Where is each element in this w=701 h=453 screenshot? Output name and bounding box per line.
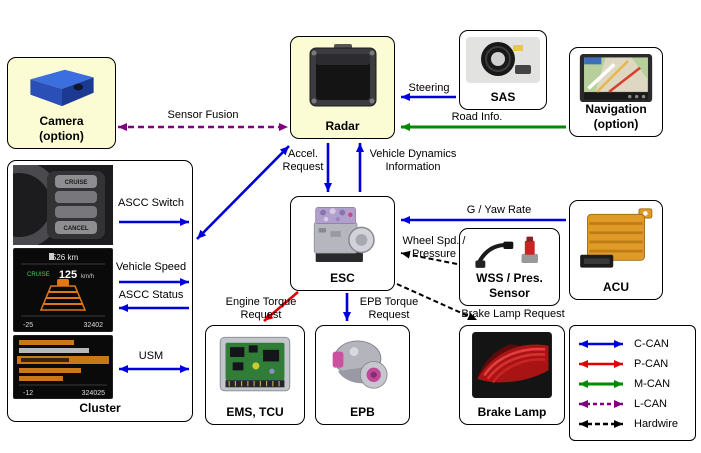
usm-label: USM bbox=[138, 350, 164, 362]
esc-label: ESC bbox=[330, 270, 355, 285]
l-can-arrow-icon bbox=[579, 400, 623, 408]
radar-image bbox=[309, 44, 376, 107]
node-acu: ACU bbox=[569, 200, 663, 300]
camera-image bbox=[29, 69, 94, 107]
node-ems-tcu: EMS, TCU bbox=[205, 325, 305, 425]
node-sas: SAS bbox=[459, 30, 547, 110]
sensor-fusion-label: Sensor Fusion bbox=[167, 109, 239, 121]
cancel-switch-text: CANCEL bbox=[64, 226, 89, 232]
radar-label: Radar bbox=[325, 118, 360, 133]
navigation-image bbox=[579, 54, 653, 103]
ems-tcu-label: EMS, TCU bbox=[226, 404, 284, 419]
cluster-odo-text: 32402 bbox=[84, 322, 104, 329]
wss-label: WSS / Pres. bbox=[476, 271, 543, 286]
epb-image bbox=[332, 340, 388, 389]
m-can-arrow-icon bbox=[579, 380, 623, 388]
camera-label: Camera bbox=[39, 114, 84, 129]
cluster-temp-text: -25 bbox=[23, 322, 33, 329]
wss-label-2: Sensor bbox=[489, 285, 530, 300]
cluster-cruise-text: CRUISE bbox=[27, 272, 50, 278]
cruise-switch-text: CRUISE bbox=[65, 180, 88, 186]
legend-label-c-can: C-CAN bbox=[634, 338, 669, 350]
legend: C-CAN P-CAN M-CAN L-CAN Hardwire bbox=[569, 325, 696, 441]
node-camera: Camera (option) bbox=[7, 57, 116, 149]
cluster-temp2-text: -12 bbox=[23, 390, 33, 397]
acu-label: ACU bbox=[603, 279, 629, 294]
ascc-status-label: ASCC Status bbox=[118, 289, 184, 301]
node-radar: Radar bbox=[290, 36, 395, 139]
brake-lamp-image bbox=[472, 332, 552, 398]
hardwire-arrow-icon bbox=[579, 420, 623, 428]
cluster-switch-image: CRUISE CANCEL bbox=[13, 165, 113, 245]
node-epb: EPB bbox=[315, 325, 410, 425]
acu-image bbox=[580, 208, 653, 268]
legend-label-p-can: P-CAN bbox=[634, 358, 669, 370]
camera-label-group: Camera (option) bbox=[39, 114, 84, 143]
c-can-arrow-icon bbox=[579, 340, 623, 348]
cluster-display-image: 526 km CRUISE 125 km/h -25 32402 bbox=[13, 248, 113, 332]
sas-label: SAS bbox=[490, 89, 516, 104]
wheel-speed-pressure-label: Wheel Spd. / Pressure bbox=[402, 235, 466, 260]
camera-option-label: (option) bbox=[39, 128, 84, 143]
navigation-option-label: (option) bbox=[593, 116, 639, 131]
brake-lamp-request-label: Brake Lamp Request bbox=[461, 308, 565, 320]
navigation-label: Navigation bbox=[585, 102, 647, 117]
g-yaw-rate-label: G / Yaw Rate bbox=[466, 204, 532, 216]
brake-lamp-label: Brake Lamp bbox=[477, 404, 547, 419]
legend-label-m-can: M-CAN bbox=[634, 378, 671, 390]
vehicle-dynamics-label: Vehicle Dynamics Information bbox=[369, 148, 457, 173]
ems-tcu-image bbox=[219, 336, 291, 392]
node-esc: ESC bbox=[290, 196, 395, 291]
cluster-label: Cluster bbox=[79, 400, 121, 415]
legend-row-hardwire: Hardwire bbox=[576, 414, 695, 434]
arrow-cluster-radar bbox=[196, 145, 290, 240]
legend-row-l-can: L-CAN bbox=[576, 394, 695, 414]
node-wss: WSS / Pres. Sensor bbox=[459, 228, 560, 306]
cluster-odo2-text: 324025 bbox=[82, 390, 105, 397]
legend-row-p-can: P-CAN bbox=[576, 354, 695, 374]
vehicle-speed-label: Vehicle Speed bbox=[115, 261, 187, 273]
cluster-set-speed-text: 125 bbox=[59, 269, 77, 281]
legend-row-m-can: M-CAN bbox=[576, 374, 695, 394]
cluster-odometer-text: 526 km bbox=[52, 253, 79, 262]
sas-image bbox=[466, 37, 540, 83]
cluster-usm-menu-image: -12 324025 bbox=[13, 335, 113, 399]
epb-torque-label: EPB Torque Request bbox=[359, 296, 419, 321]
esc-image bbox=[313, 207, 375, 263]
legend-label-hardwire: Hardwire bbox=[634, 418, 679, 430]
cluster-speed-unit-text: km/h bbox=[81, 274, 94, 280]
p-can-arrow-icon bbox=[579, 360, 623, 368]
navigation-label-group: Navigation (option) bbox=[585, 102, 646, 131]
node-cluster: CRUISE CANCEL 526 km CRUISE 125 km/h -25… bbox=[7, 160, 193, 422]
wss-label-group: WSS / Pres. Sensor bbox=[476, 271, 543, 300]
legend-row-c-can: C-CAN bbox=[576, 334, 695, 354]
steering-label: Steering bbox=[408, 82, 450, 94]
legend-label-l-can: L-CAN bbox=[634, 398, 668, 410]
node-brake-lamp: Brake Lamp bbox=[459, 325, 565, 425]
epb-label: EPB bbox=[350, 404, 375, 419]
road-info-label: Road Info. bbox=[451, 111, 503, 123]
wss-image bbox=[474, 236, 538, 268]
node-navigation: Navigation (option) bbox=[569, 47, 663, 137]
accel-request-label: Accel. Request bbox=[282, 148, 324, 173]
engine-torque-label: Engine Torque Request bbox=[225, 296, 297, 321]
ascc-switch-label: ASCC Switch bbox=[117, 197, 185, 209]
